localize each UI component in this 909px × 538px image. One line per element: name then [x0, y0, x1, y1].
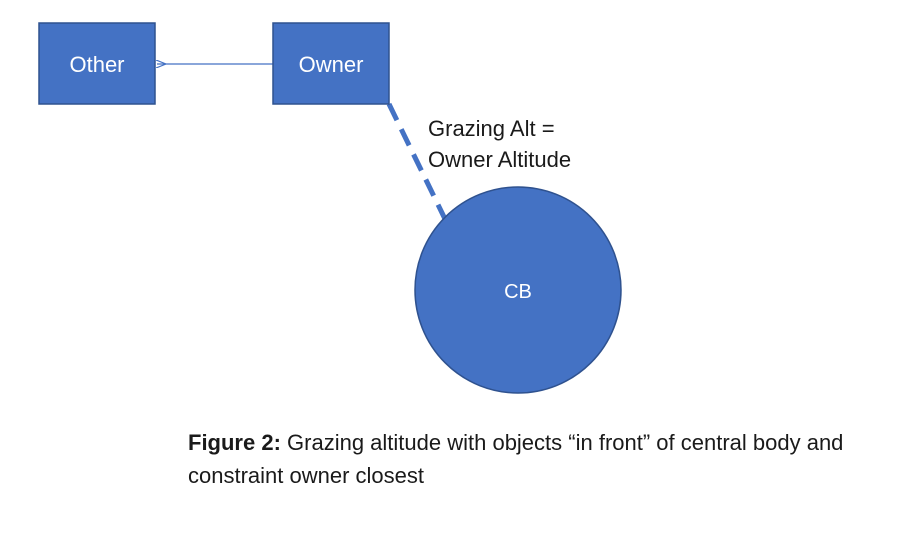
- owner-node-box: [272, 22, 390, 105]
- owner-node: Owner: [272, 22, 390, 105]
- grazing-alt-annotation-line2: Owner Altitude: [428, 147, 571, 172]
- figure-caption-text: Grazing altitude with objects “in front”…: [188, 430, 844, 488]
- central-body-circle: [414, 186, 622, 394]
- central-body-label: CB: [504, 281, 532, 303]
- owner-node-label: Owner: [299, 52, 364, 77]
- owner-cb-dashed-connector: [386, 102, 448, 221]
- other-node: Other: [38, 22, 156, 105]
- other-node-box: [38, 22, 156, 105]
- other-node-label: Other: [69, 52, 124, 77]
- central-body-node: CB: [414, 186, 622, 394]
- figure-caption: Figure 2: Grazing altitude with objects …: [188, 426, 868, 492]
- grazing-alt-annotation-line1: Grazing Alt =: [428, 116, 555, 141]
- figure-caption-label: Figure 2:: [188, 430, 281, 455]
